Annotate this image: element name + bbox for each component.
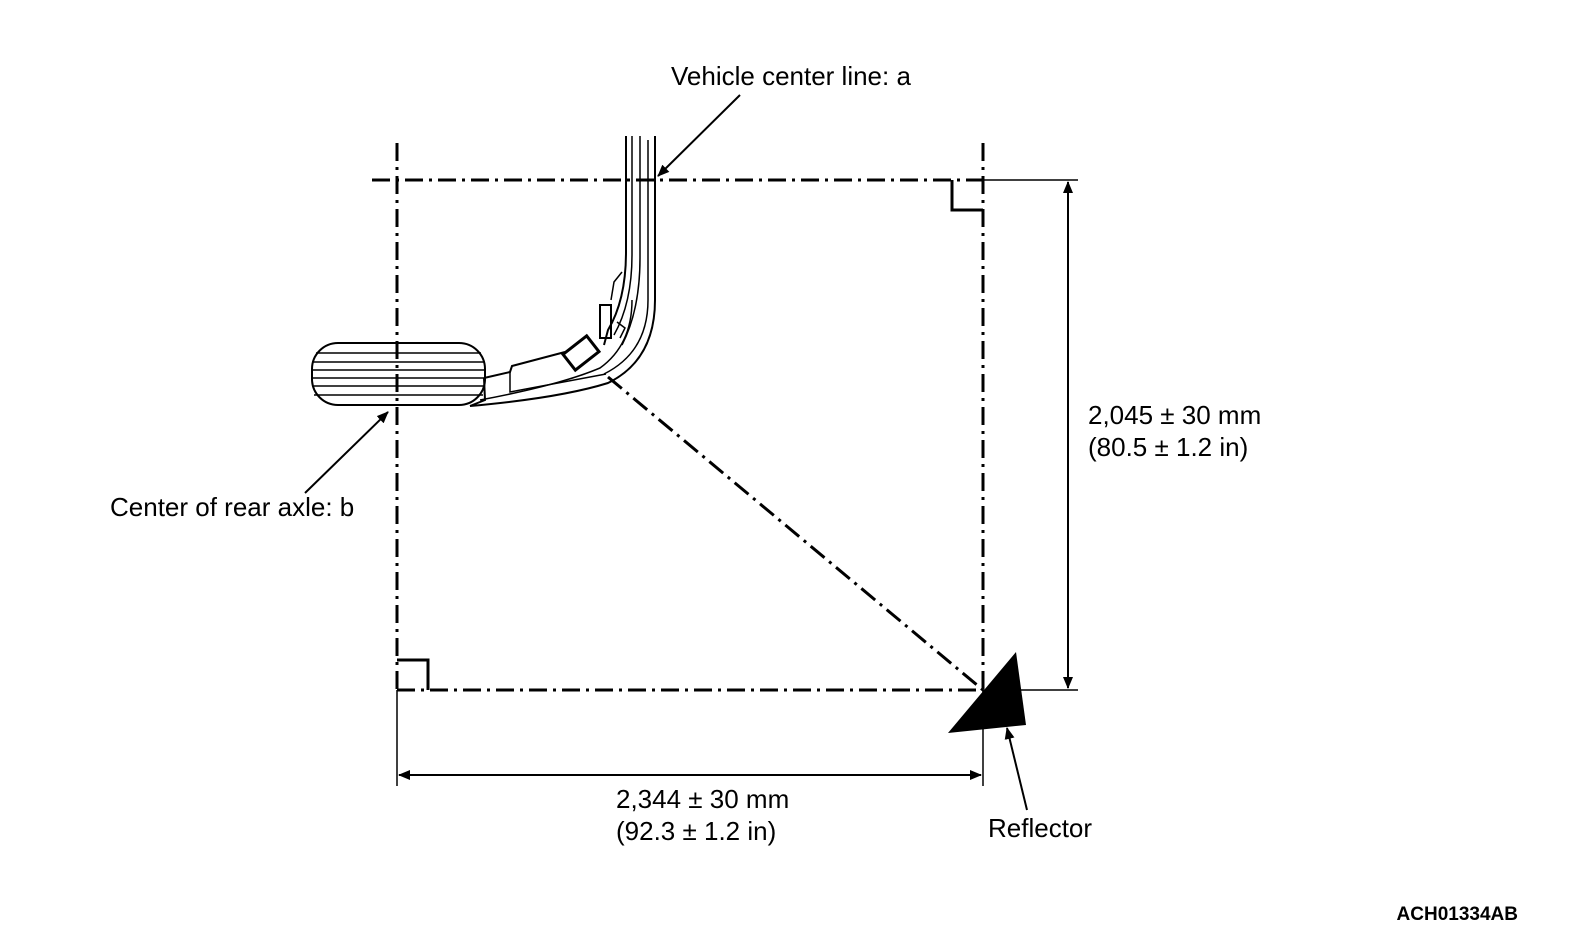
rear-axle-leader-arrow xyxy=(304,411,389,494)
right-angle-marker-top xyxy=(950,180,983,212)
vehicle-outline xyxy=(311,136,656,407)
horizontal-dimension-mm: 2,344 ± 30 mm xyxy=(616,784,789,814)
rear-axle-center-label: Center of rear axle: b xyxy=(110,492,354,522)
reflector-leader-arrow xyxy=(1004,727,1028,811)
center-line-leader-arrow xyxy=(657,94,741,177)
right-angle-marker-bottom xyxy=(397,658,430,690)
reflector-label: Reflector xyxy=(988,813,1092,843)
vertical-dimension-in: (80.5 ± 1.2 in) xyxy=(1088,432,1248,462)
vehicle-center-line-label: Vehicle center line: a xyxy=(671,61,911,91)
vertical-dimension-mm: 2,045 ± 30 mm xyxy=(1088,400,1261,430)
figure-code: ACH01334AB xyxy=(1397,904,1518,925)
horizontal-dimension-in: (92.3 ± 1.2 in) xyxy=(616,816,776,846)
reflector-shape xyxy=(948,652,1026,733)
diagonal-measurement-line xyxy=(607,375,984,692)
